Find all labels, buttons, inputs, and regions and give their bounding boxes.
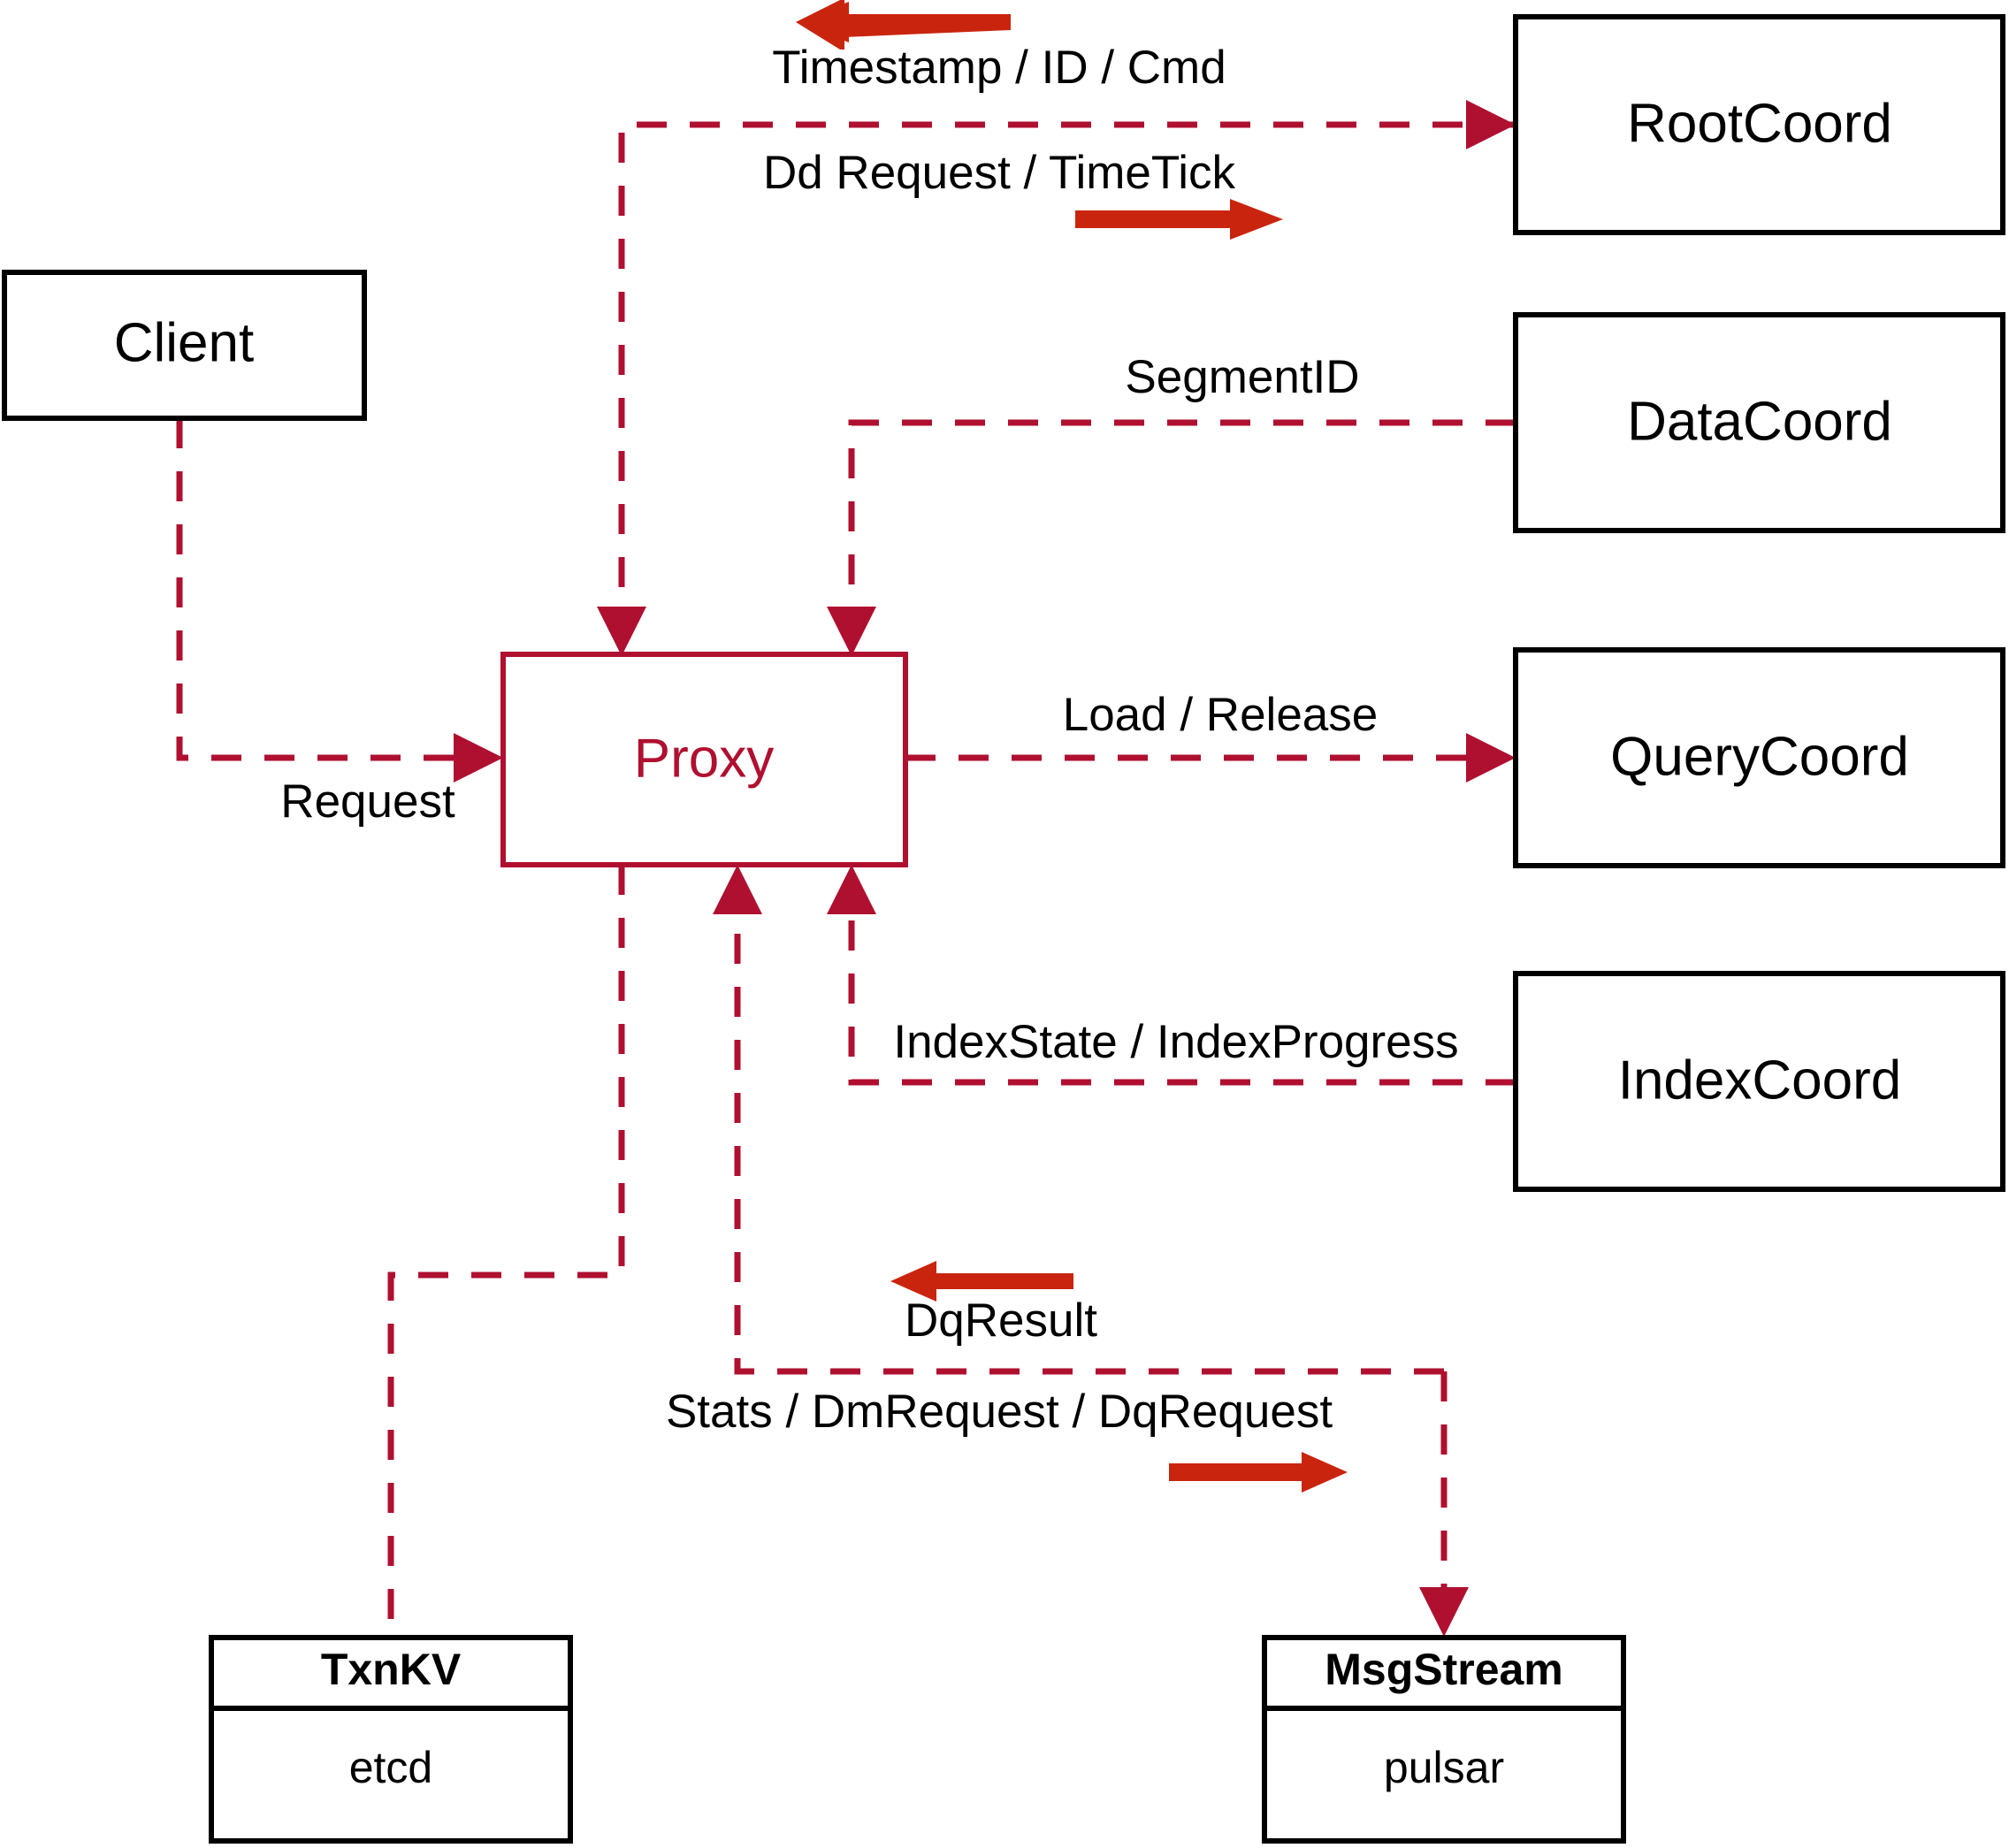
edge-client-to-proxy — [176, 418, 503, 783]
edge-label-dqresult: DqResult — [905, 1294, 1097, 1347]
edge-proxy-to-rootcoord — [1466, 100, 1516, 149]
node-proxy[interactable]: Proxy — [500, 652, 908, 867]
edge-label-request: Request — [280, 775, 455, 828]
node-indexcoord-label: IndexCoord — [1618, 1050, 1902, 1111]
edge-msgstream-dqresult — [713, 865, 1444, 1375]
edge-proxy-to-msgstream — [1419, 1371, 1469, 1637]
edge-label-stats-dmrequest-dqrequest: Stats / DmRequest / DqRequest — [666, 1386, 1333, 1438]
flow-arrow-dqresult-left — [890, 1261, 1073, 1302]
node-rootcoord-label: RootCoord — [1627, 93, 1892, 154]
edge-rootcoord-response — [597, 121, 1516, 656]
edge-label-load-release: Load / Release — [1063, 689, 1379, 741]
node-msgstream-header: MsgStream — [1325, 1645, 1563, 1694]
edge-indexcoord-state — [827, 865, 1516, 1086]
node-txnkv-body: etcd — [349, 1743, 433, 1792]
flow-arrow-dmrequest-right — [1169, 1452, 1348, 1493]
node-client-label: Client — [114, 312, 255, 373]
edge-label-indexstate-indexprogress: IndexState / IndexProgress — [893, 1016, 1458, 1068]
node-datacoord[interactable]: DataCoord — [1513, 312, 2005, 533]
flow-arrow-timestamp-left — [796, 0, 1011, 50]
edge-label-segmentid: SegmentID — [1125, 351, 1359, 403]
edge-label-timestamp-id-cmd: Timestamp / ID / Cmd — [772, 42, 1226, 94]
node-querycoord[interactable]: QueryCoord — [1513, 647, 2005, 868]
node-querycoord-label: QueryCoord — [1610, 726, 1909, 787]
node-msgstream-body: pulsar — [1384, 1743, 1504, 1792]
node-datacoord-label: DataCoord — [1627, 391, 1892, 452]
node-indexcoord[interactable]: IndexCoord — [1513, 971, 2005, 1192]
edge-proxy-to-txnkv — [387, 865, 625, 1638]
node-rootcoord[interactable]: RootCoord — [1513, 14, 2005, 235]
node-txnkv[interactable]: TxnKV etcd — [209, 1635, 573, 1844]
edge-label-dd-request-timetick: Dd Request / TimeTick — [763, 147, 1236, 199]
edge-proxy-to-querycoord — [905, 733, 1516, 783]
node-proxy-label: Proxy — [634, 728, 774, 789]
node-txnkv-header: TxnKV — [321, 1645, 462, 1694]
edge-datacoord-segmentid — [827, 419, 1516, 656]
flow-arrow-ddrequest-right — [1075, 199, 1283, 240]
node-msgstream[interactable]: MsgStream pulsar — [1262, 1635, 1626, 1844]
node-client[interactable]: Client — [2, 270, 367, 421]
